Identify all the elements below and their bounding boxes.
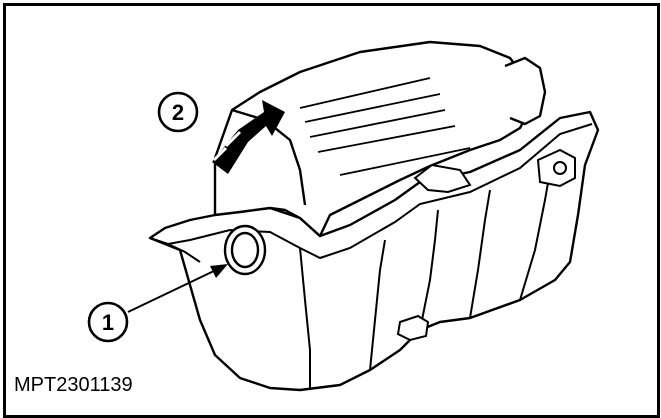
housing-rim [149, 123, 593, 388]
callout-1: 1 [87, 301, 129, 343]
cover-ridges [299, 77, 471, 176]
callout-1-label: 1 [102, 310, 114, 335]
callout-2: 2 [157, 91, 199, 133]
drain-valve [223, 224, 267, 276]
side-bracket [536, 148, 576, 188]
bottom-tab [396, 314, 430, 342]
center-clip [413, 163, 472, 194]
figure-code: MPT2301139 [14, 374, 133, 396]
pointer-arrow-icon [127, 264, 228, 313]
callout-2-label: 2 [172, 100, 184, 125]
rotation-arrow-icon [212, 100, 285, 174]
